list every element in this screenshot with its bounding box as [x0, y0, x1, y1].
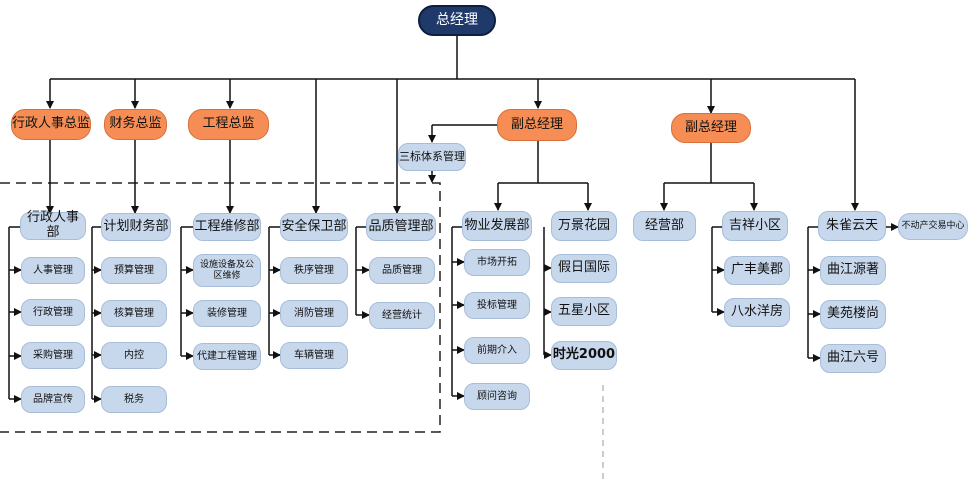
node-procurement-management: 采购管理 [21, 342, 85, 369]
node-real-estate-trading-center: 不动产交易中心 [898, 213, 968, 240]
node-wanjing-garden: 万景花园 [551, 211, 617, 241]
node-zhuque-yuntian: 朱雀云天 [818, 211, 886, 241]
node-quality-dept: 品质管理部 [366, 213, 436, 241]
node-budget-management: 预算管理 [101, 257, 167, 284]
node-early-involvement: 前期介入 [464, 337, 530, 364]
node-quality-management: 品质管理 [369, 257, 435, 284]
node-jixiang-community: 吉祥小区 [722, 211, 788, 241]
node-planning-finance-dept: 计划财务部 [101, 213, 171, 241]
node-taxation: 税务 [101, 386, 167, 413]
node-fire-management: 消防管理 [280, 300, 348, 327]
node-qujiang-no6: 曲江六号 [820, 344, 886, 373]
node-guangfeng-meijun: 广丰美郡 [724, 256, 790, 285]
node-accounting-management: 核算管理 [101, 300, 167, 327]
node-admin-hr-dept: 行政人事部 [20, 210, 86, 240]
node-market-development: 市场开拓 [464, 249, 530, 276]
node-jiari-international: 假日国际 [551, 254, 617, 283]
node-three-standard-system: 三标体系管理 [398, 143, 466, 171]
node-security-dept: 安全保卫部 [280, 213, 348, 241]
node-agent-construction-management: 代建工程管理 [193, 343, 261, 370]
node-engineering-director: 工程总监 [188, 109, 269, 140]
node-finance-director: 财务总监 [104, 109, 167, 140]
node-bidding-management: 投标管理 [464, 292, 530, 319]
node-bashui-houses: 八水洋房 [724, 298, 790, 327]
node-vice-gm-1: 副总经理 [497, 109, 577, 141]
node-property-development-dept: 物业发展部 [462, 211, 532, 241]
node-decoration-management: 装修管理 [193, 300, 261, 327]
node-internal-control: 内控 [101, 342, 167, 369]
node-personnel-management: 人事管理 [21, 257, 85, 284]
node-consulting: 顾问咨询 [464, 383, 530, 410]
node-meiyuan-loushang: 美苑楼尚 [820, 300, 886, 329]
node-engineering-maintenance-dept: 工程维修部 [193, 213, 261, 241]
node-operations-statistics: 经营统计 [369, 302, 435, 329]
node-hr-director: 行政人事总监 [11, 109, 91, 140]
node-qujiang-yuanzhu: 曲江源著 [820, 256, 886, 285]
node-administration-management: 行政管理 [21, 299, 85, 326]
node-brand-promotion: 品牌宣传 [21, 386, 85, 413]
node-facility-maintenance: 设施设备及公区维修 [193, 254, 261, 287]
node-vice-gm-2: 副总经理 [671, 113, 751, 143]
node-order-management: 秩序管理 [280, 257, 348, 284]
node-wuxing-community: 五星小区 [551, 297, 617, 326]
node-operations-dept: 经营部 [633, 211, 696, 241]
node-vehicle-management: 车辆管理 [280, 342, 348, 369]
node-general-manager: 总经理 [418, 5, 496, 36]
node-shiguang-2000: 时光2000 [551, 341, 617, 370]
